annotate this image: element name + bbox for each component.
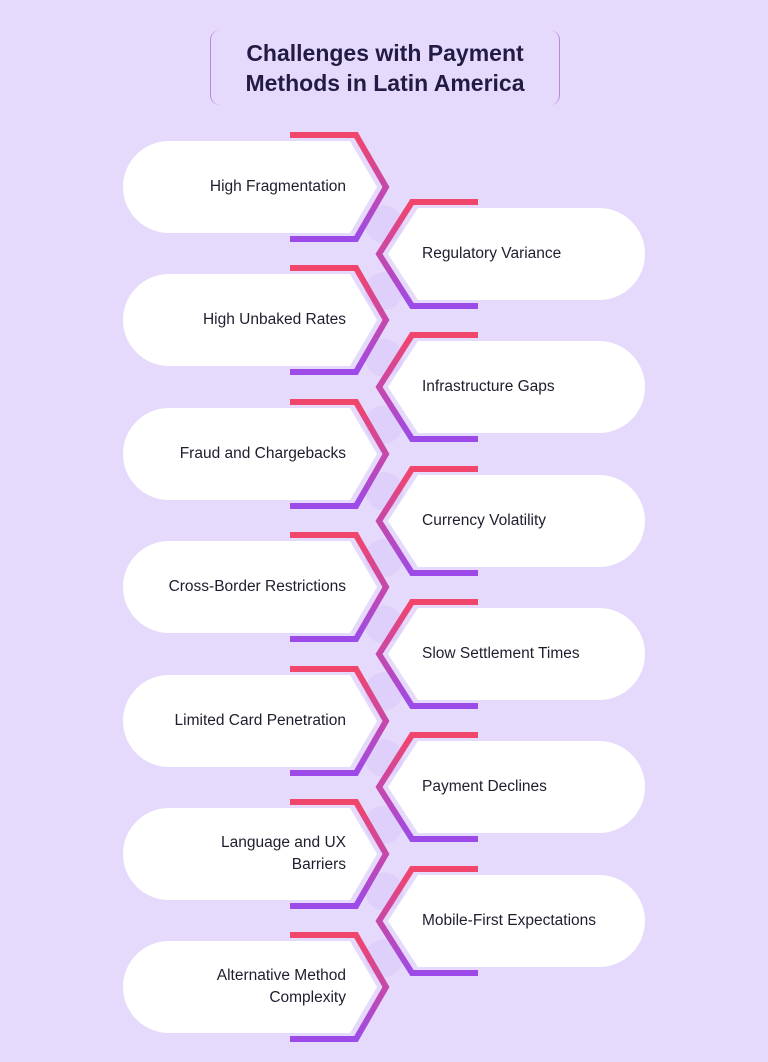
chevron-frame: [290, 532, 390, 642]
challenge-shape: [123, 532, 390, 642]
challenge-item: Cross-Border Restrictions: [123, 532, 390, 642]
challenge-label: Payment Declines: [422, 778, 547, 795]
pill-shape: [388, 341, 645, 433]
chevron-frame: [375, 466, 478, 576]
chevron-frame: [375, 332, 478, 442]
pill-shape: [388, 475, 645, 567]
pill-shape: [123, 808, 377, 900]
pill-shape: [123, 541, 377, 633]
challenge-label: Mobile-First Expectations: [422, 912, 597, 929]
challenge-label: Regulatory Variance: [422, 245, 562, 262]
challenge-shape: [123, 265, 390, 375]
chevron-frame: [290, 265, 390, 375]
challenge-item: Fraud and Chargebacks: [123, 399, 390, 509]
challenge-label: Alternative Method Complexity: [216, 967, 346, 1006]
challenge-label: Slow Settlement Times: [422, 645, 580, 662]
challenge-shape: [375, 866, 645, 976]
challenge-shape: [375, 332, 645, 442]
pill-shape: [123, 274, 377, 366]
chevron-frame: [290, 666, 390, 776]
challenge-item: High Unbaked Rates: [123, 265, 390, 375]
challenge-item: Regulatory Variance: [375, 199, 645, 309]
challenge-shape: [123, 932, 390, 1042]
challenge-label: High Fragmentation: [209, 178, 346, 195]
challenge-label: High Unbaked Rates: [202, 311, 346, 328]
challenge-item: Language and UX Barriers: [123, 799, 390, 909]
pill-shape: [123, 675, 377, 767]
pill-shape: [123, 141, 377, 233]
challenge-shape: [375, 599, 645, 709]
challenge-shape: [123, 132, 390, 242]
chevron-frame: [375, 732, 478, 842]
challenge-shape: [123, 799, 390, 909]
page-title: Challenges with Payment Methods in Latin…: [245, 39, 525, 96]
challenge-shape: [375, 732, 645, 842]
challenge-item: Mobile-First Expectations: [375, 866, 645, 976]
challenge-label: Cross-Border Restrictions: [168, 578, 346, 595]
challenge-label: Infrastructure Gaps: [422, 378, 555, 395]
challenge-item: Alternative Method Complexity: [123, 932, 390, 1042]
pill-shape: [388, 875, 645, 967]
challenge-item: Limited Card Penetration: [123, 666, 390, 776]
challenge-label: Fraud and Chargebacks: [179, 445, 346, 462]
challenge-item: Payment Declines: [375, 732, 645, 842]
challenge-item: High Fragmentation: [123, 132, 390, 242]
challenge-label: Limited Card Penetration: [174, 712, 346, 729]
challenge-item: Infrastructure Gaps: [375, 332, 645, 442]
challenge-shape: [123, 399, 390, 509]
challenge-shape: [375, 466, 645, 576]
pill-shape: [388, 741, 645, 833]
pill-shape: [388, 608, 645, 700]
pill-shape: [123, 941, 377, 1033]
chevron-frame: [290, 399, 390, 509]
chevron-frame: [290, 932, 390, 1042]
challenge-shape: [375, 199, 645, 309]
chevron-frame: [375, 866, 478, 976]
pill-shape: [123, 408, 377, 500]
chevron-frame: [375, 199, 478, 309]
challenge-item: Currency Volatility: [375, 466, 645, 576]
chevron-frame: [375, 599, 478, 709]
challenge-shape: [123, 666, 390, 776]
challenge-label: Language and UX Barriers: [221, 834, 346, 873]
chevron-frame: [290, 132, 390, 242]
pill-shape: [388, 208, 645, 300]
title-box: Challenges with Payment Methods in Latin…: [210, 30, 560, 105]
chevron-frame: [290, 799, 390, 909]
challenge-item: Slow Settlement Times: [375, 599, 645, 709]
challenge-label: Currency Volatility: [422, 512, 547, 529]
